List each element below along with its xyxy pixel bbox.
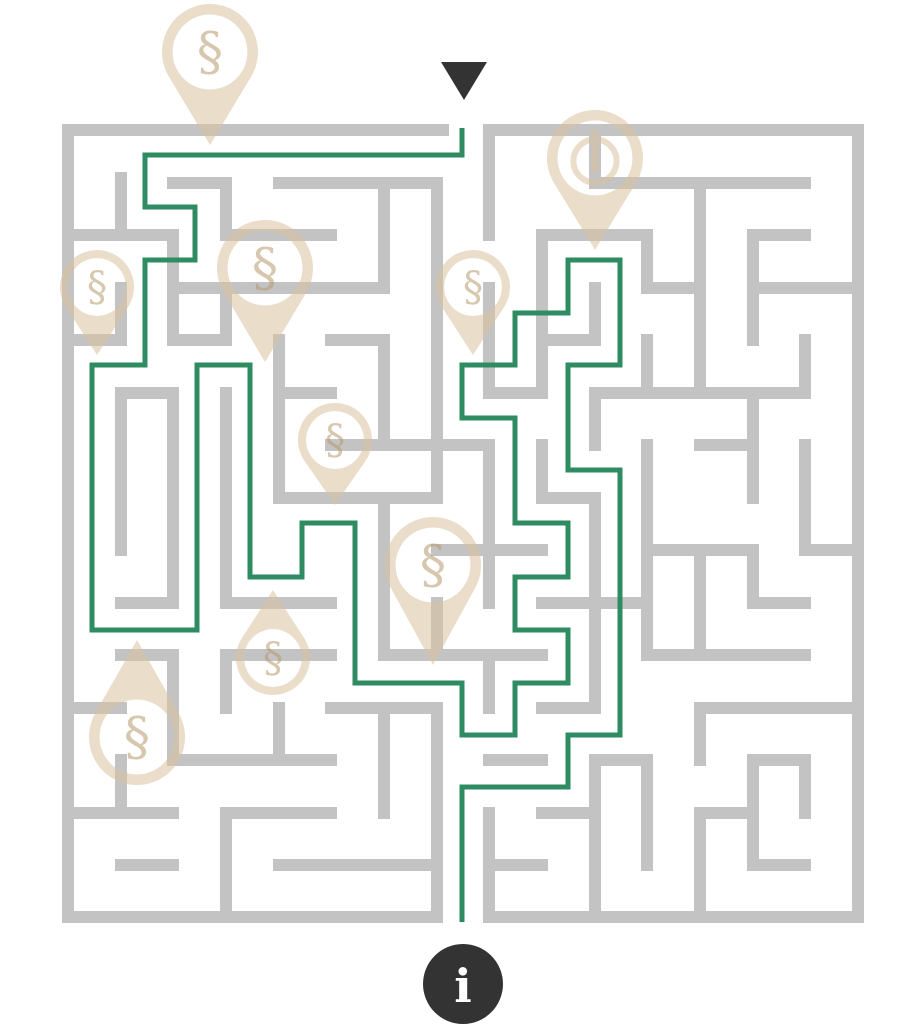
info-glyph: i	[454, 959, 471, 1013]
section-sign-icon: §	[463, 263, 483, 311]
solution-path	[89, 128, 623, 922]
section-sign-icon: §	[325, 416, 345, 464]
location-pin[interactable]: §	[298, 403, 372, 505]
pin-shape	[217, 220, 314, 362]
section-sign-icon: §	[420, 535, 446, 596]
location-pin[interactable]: §	[384, 517, 481, 665]
pin-shape	[162, 4, 258, 146]
pins: § § § § § § § §	[60, 4, 643, 786]
section-sign-icon: §	[87, 263, 107, 311]
pin-shape	[88, 640, 185, 786]
pin-shape	[547, 109, 643, 250]
pin-shape	[384, 517, 481, 665]
maze-walls	[62, 124, 864, 923]
pin-shape	[60, 250, 134, 355]
info-icon[interactable]: i	[423, 944, 503, 1024]
location-pin[interactable]	[547, 109, 643, 250]
location-pin[interactable]: §	[236, 590, 310, 696]
section-sign-icon: §	[252, 238, 278, 299]
pin-shape	[298, 403, 372, 505]
section-sign-icon: §	[263, 634, 283, 682]
section-sign-icon: §	[197, 22, 223, 83]
location-pin[interactable]: §	[60, 250, 134, 355]
location-pin[interactable]: §	[217, 220, 314, 362]
location-pin[interactable]: §	[436, 250, 511, 355]
start-triangle-icon[interactable]	[441, 62, 487, 100]
pin-shape	[236, 590, 310, 696]
location-pin[interactable]: §	[162, 4, 258, 146]
location-pin[interactable]: §	[88, 640, 185, 786]
section-sign-icon: §	[124, 707, 150, 768]
pin-shape	[436, 250, 511, 355]
